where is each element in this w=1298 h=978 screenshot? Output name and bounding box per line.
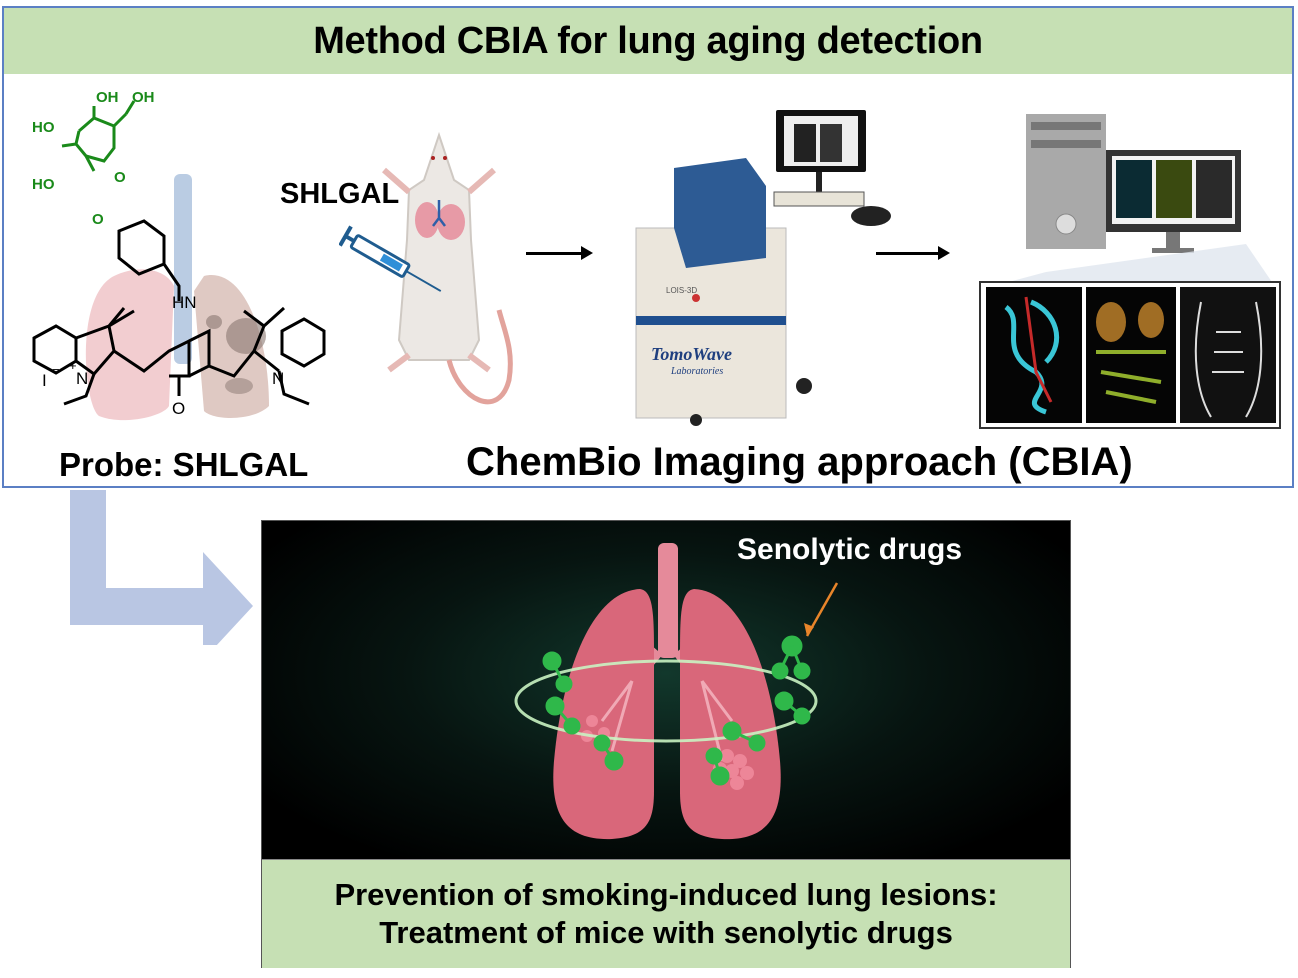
iodide-charge-label: − bbox=[52, 362, 60, 377]
ring-oxygen-label: O bbox=[114, 169, 126, 186]
brand-name: TomoWave bbox=[651, 344, 732, 364]
computer-tower-icon bbox=[1026, 114, 1106, 249]
cation-nitrogen-label: N bbox=[76, 369, 88, 388]
drug-ring bbox=[514, 659, 818, 743]
probe-skeleton bbox=[32, 219, 326, 406]
ho-label: HO bbox=[32, 176, 55, 193]
probe-structure: OH OH HO HO O O HN N + I − N O bbox=[32, 89, 326, 421]
oh-label: OH bbox=[132, 89, 155, 106]
oh-label: OH bbox=[96, 89, 119, 106]
tomowave-imaging-system: TomoWave Laboratories LOIS-3D bbox=[635, 110, 891, 426]
flow-arrow-icon bbox=[526, 246, 593, 260]
injection-label: SHLGAL bbox=[280, 178, 400, 210]
neutral-nitrogen-label: N bbox=[272, 369, 284, 388]
detection-method-panel: Method CBIA for lung aging detection OH … bbox=[2, 6, 1294, 488]
lung-treatment-illustration: Senolytic drugs bbox=[262, 521, 1070, 859]
treatment-panel: Senolytic drugs Prevention of smoking-in… bbox=[261, 520, 1071, 968]
brand-subtitle: Laboratories bbox=[670, 366, 723, 377]
scanner-icon: TomoWave Laboratories LOIS-3D bbox=[635, 110, 891, 426]
figure-title: Method CBIA for lung aging detection bbox=[313, 19, 983, 62]
treatment-caption: Prevention of smoking-induced lung lesio… bbox=[262, 859, 1070, 968]
linker-oxygen-label: O bbox=[92, 211, 104, 228]
approach-label: ChemBio Imaging approach (CBIA) bbox=[466, 440, 1133, 484]
probe-label: Probe: SHLGAL bbox=[59, 446, 309, 483]
flow-arrow-icon bbox=[876, 246, 950, 260]
caption-line-1: Prevention of smoking-induced lung lesio… bbox=[334, 877, 998, 912]
amine-label: HN bbox=[172, 293, 197, 312]
cation-charge-label: + bbox=[69, 358, 77, 373]
lungs-icon bbox=[553, 543, 781, 840]
zoom-callout bbox=[986, 244, 1276, 288]
organ-image bbox=[1086, 287, 1176, 423]
lungs-background-icon bbox=[85, 174, 269, 421]
computer-reconstruction bbox=[979, 114, 1281, 429]
mouse-icon bbox=[382, 131, 513, 405]
elbow-flow-arrow-icon bbox=[70, 490, 253, 645]
ho-label: HO bbox=[32, 119, 55, 136]
senolytic-molecule-icon bbox=[542, 635, 811, 786]
model-label: LOIS-3D bbox=[666, 286, 697, 295]
senolytic-drugs-label: Senolytic drugs bbox=[737, 533, 963, 566]
ketone-oxygen-label: O bbox=[172, 399, 185, 418]
lungs-with-drugs bbox=[514, 543, 839, 840]
iodide-label: I bbox=[42, 371, 47, 390]
header-band: Method CBIA for lung aging detection bbox=[4, 8, 1292, 74]
mouse-illustration bbox=[339, 131, 513, 405]
galactose-ring bbox=[61, 100, 136, 172]
syringe-icon bbox=[339, 225, 442, 292]
caption-line-2: Treatment of mice with senolytic drugs bbox=[379, 915, 953, 950]
monitor-icon bbox=[1106, 150, 1241, 253]
